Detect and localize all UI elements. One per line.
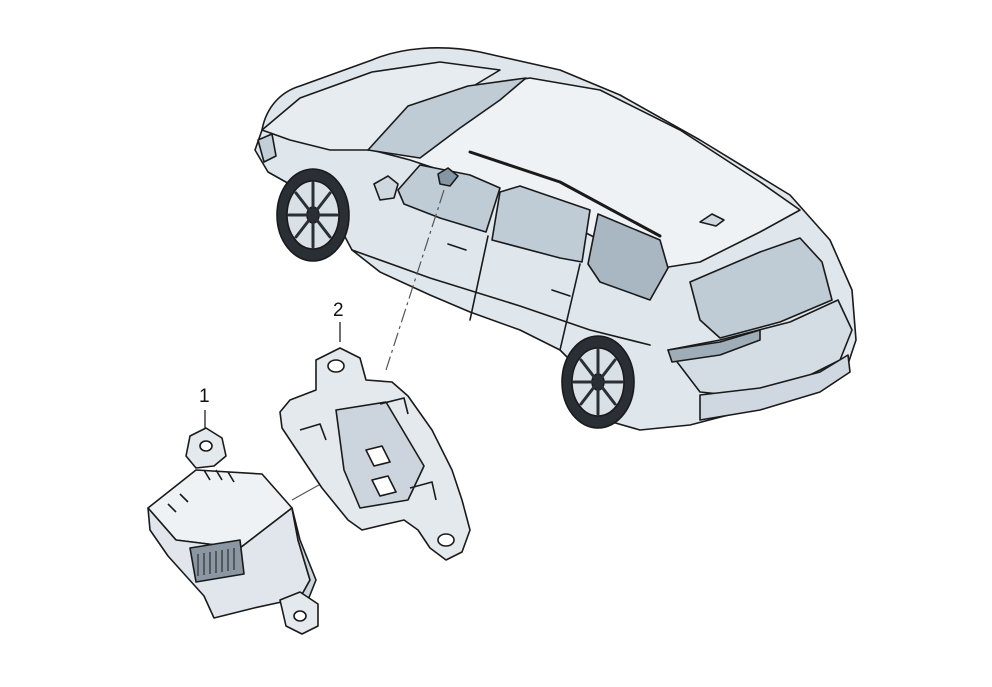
bracket-slot-2	[371, 475, 397, 497]
part-1-control-module	[147, 427, 319, 635]
part-2-bracket	[279, 347, 471, 561]
callout-label-1: 1	[199, 386, 210, 407]
bracket-slot-1	[365, 445, 391, 467]
vehicle-side-line	[351, 249, 651, 346]
vehicle-door-split-1	[469, 235, 489, 321]
vehicle-windshield	[367, 77, 527, 159]
vehicle-rear-side-window	[491, 185, 591, 263]
bracket-hole-top	[327, 359, 345, 373]
vehicle-door-handle-front	[447, 243, 467, 251]
vehicle-mount-marker	[437, 167, 459, 187]
vehicle-rear-bumper	[699, 354, 851, 421]
vehicle-quarter-window	[587, 213, 669, 301]
vehicle-front-wheel	[276, 168, 350, 262]
vehicle-door-split-2	[559, 263, 581, 351]
vehicle-rear-window	[689, 237, 833, 339]
vehicle-antenna	[699, 213, 725, 227]
vehicle-illustration	[254, 47, 857, 431]
callout-label-2: 2	[333, 300, 344, 321]
bracket-clip-1	[299, 423, 327, 441]
bracket-clip-2	[409, 481, 437, 501]
bracket-clip-3	[379, 397, 409, 415]
module-hole-bottom	[293, 610, 307, 622]
leader-line-mount	[385, 189, 445, 371]
vehicle-rear-wheel	[561, 335, 635, 429]
vehicle-front-side-window	[397, 164, 501, 233]
vehicle-tail-light	[667, 329, 761, 363]
module-hole-top	[199, 440, 213, 452]
module-connector-pins	[197, 548, 235, 576]
vehicle-roof-rail	[468, 150, 662, 238]
module-edge-detail	[167, 469, 235, 513]
vehicle-side-mirror	[373, 175, 399, 201]
vehicle-headlight	[257, 133, 277, 163]
vehicle-door-handle-rear	[551, 289, 571, 297]
bracket-hole-bottom	[437, 533, 455, 547]
